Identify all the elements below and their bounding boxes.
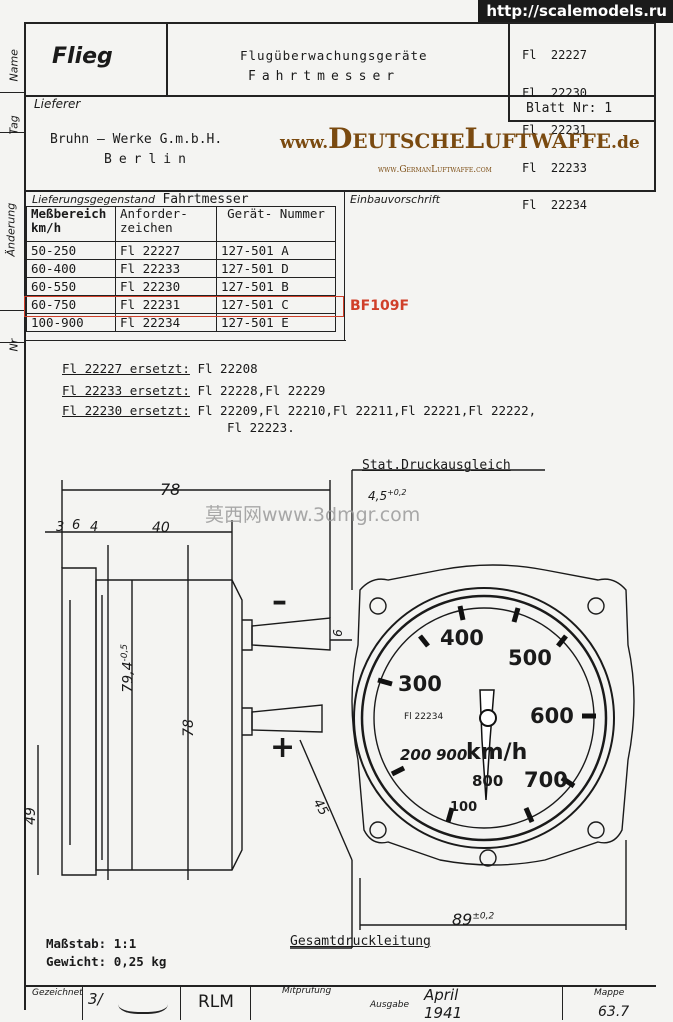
col-header-number: Gerät- Nummer: [216, 206, 336, 242]
header-name: Flieg: [52, 44, 113, 69]
part-number: Fl 22227: [522, 48, 588, 62]
table-row: 60-550 Fl 22230 127-501 B: [26, 277, 336, 296]
replacement-row: Fl 22233 ersetzt: Fl 22228,Fl 22229: [62, 383, 326, 398]
dial-number: 500: [508, 646, 552, 670]
part-number: Fl 22231: [522, 123, 588, 137]
minus-sign: –: [272, 584, 287, 619]
side-view-flange: [61, 567, 97, 876]
side-view-body: [95, 579, 243, 871]
table-row: 100-900 Fl 22234 127-501 E: [26, 313, 336, 332]
right-border: [654, 22, 656, 192]
part-number-list: Fl 22227 Fl 22230 Fl 22231 Fl 22233 Fl 2…: [522, 24, 587, 224]
dim-6: 6: [330, 629, 345, 637]
dim-total-length: 78: [160, 480, 181, 499]
dim-hole: 4,5+0,2: [368, 488, 407, 503]
dim-a: 3: [56, 520, 65, 535]
replacement-row: Fl 22230 ersetzt: Fl 22209,Fl 22210,Fl 2…: [62, 403, 537, 418]
drawn-label: Gezeichnet: [32, 988, 83, 998]
mount-hole-bottom: [479, 849, 497, 867]
plus-sign: +: [270, 730, 296, 765]
total-pressure-label: Gesamtdruckleitung: [290, 934, 431, 949]
install-label: Einbauvorschrift: [350, 193, 440, 206]
dial-inner-ring: [360, 594, 608, 842]
dial-number: 300: [398, 672, 442, 696]
replacement-list: Fl 22227 ersetzt: Fl 22208 Fl 22233 erse…: [62, 358, 536, 436]
dial-outer-ring: [353, 587, 615, 849]
part-number: Fl 22230: [522, 85, 588, 100]
brand-watermark: www.DeutscheLuftwaffe.de: [280, 122, 640, 155]
supplier-city: Berlin: [104, 152, 193, 167]
issue-label: Ausgabe: [370, 1000, 410, 1010]
range-table: Meßbereich km/h Anforder- zeichen Gerät-…: [26, 206, 336, 332]
replacement-row: Fl 22223.: [227, 420, 295, 435]
dial-number: 200: [400, 746, 432, 764]
supplier-label: Lieferer: [34, 97, 81, 111]
highlight-note: BF109F: [350, 298, 410, 314]
col-header-range: Meßbereich km/h: [26, 206, 116, 242]
delivery-label: Lieferungsgegenstand Fahrtmesser: [32, 192, 249, 207]
check-label: Mitprüfung: [282, 986, 332, 996]
table-row: 60-400 Fl 22233 127-501 D: [26, 259, 336, 278]
col-header-code: Anforder- zeichen: [115, 206, 217, 242]
static-port-label: Stat.Druckausgleich: [362, 458, 511, 473]
replacement-row: Fl 22227 ersetzt: Fl 22208: [62, 361, 258, 376]
dial-unit: km/h: [466, 740, 528, 765]
sheet-number: Blatt Nr: 1: [526, 101, 613, 116]
dim-diameter-1: 79,4-0,5: [120, 643, 137, 693]
header-title-2: Fahrtmesser: [248, 69, 401, 84]
scale-text: Maßstab: 1:1: [46, 936, 137, 951]
dim-c: 4: [90, 520, 99, 535]
part-number: Fl 22233: [522, 160, 588, 175]
supplier-company: Bruhn – Werke G.m.b.H.: [50, 132, 223, 147]
weight-text: Gewicht: 0,25 kg: [46, 954, 167, 969]
dial-number: 900: [436, 746, 468, 764]
map-value: 63.7: [598, 1004, 630, 1020]
mount-hole-br: [587, 821, 605, 839]
issue-value: April 1941: [424, 986, 463, 1022]
mount-hole-tl: [369, 597, 387, 615]
dim-49: 49: [22, 807, 39, 825]
footer-rule: [24, 985, 656, 987]
signature-mark: [118, 990, 168, 1014]
cn-watermark: 莫西网www.3dmgr.com: [205, 504, 421, 526]
site-watermark-top: http://scalemodels.ru: [478, 0, 673, 23]
fitting-static: [242, 619, 253, 651]
dim-diameter-2: 78: [180, 719, 197, 737]
mount-hole-tr: [587, 597, 605, 615]
dim-b: 6: [72, 518, 81, 533]
dial-number: 800: [472, 772, 504, 790]
drawn-value: 3/: [88, 990, 103, 1008]
mount-hole-bl: [369, 821, 387, 839]
dial-code: Fl 22234: [404, 712, 444, 722]
dial-number: 600: [530, 704, 574, 728]
part-number: Fl 22234: [522, 198, 588, 212]
top-border: [24, 22, 656, 24]
fitting-total: [242, 707, 253, 736]
brand-watermark-sub: www.GermanLuftwaffe.com: [378, 165, 492, 175]
dial-housing: [351, 564, 635, 866]
rlm-text: RLM: [198, 992, 234, 1012]
left-border: [24, 22, 26, 1010]
dial-number: 100: [450, 800, 478, 815]
dim-d: 40: [152, 520, 170, 536]
highlight-box: [24, 296, 344, 317]
header-title-1: Flugüberwachungsgeräte: [240, 48, 428, 63]
map-label: Mappe: [594, 988, 625, 998]
dial-ticks: [377, 605, 596, 823]
dial-number: 700: [524, 768, 568, 792]
dim-89: 89±0,2: [452, 910, 495, 929]
dial-number: 400: [440, 626, 484, 650]
